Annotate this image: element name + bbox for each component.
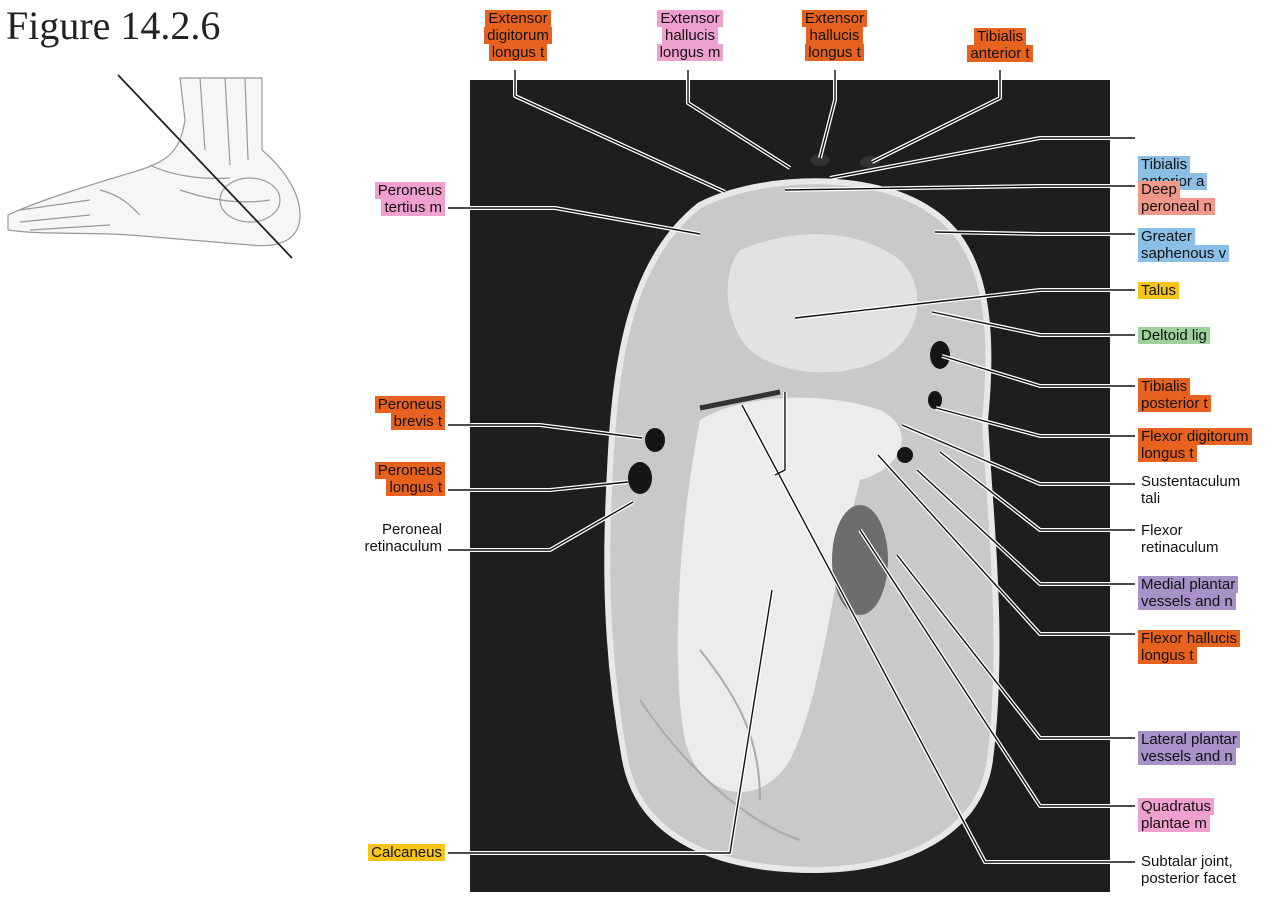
- label-calcaneus: Calcaneus: [320, 844, 445, 861]
- mri-foot-section: [607, 154, 996, 870]
- label-subtalar-joint: Subtalar joint,posterior facet: [1138, 853, 1239, 887]
- label-deltoid-lig: Deltoid lig: [1138, 327, 1210, 344]
- label-talus: Talus: [1138, 282, 1179, 299]
